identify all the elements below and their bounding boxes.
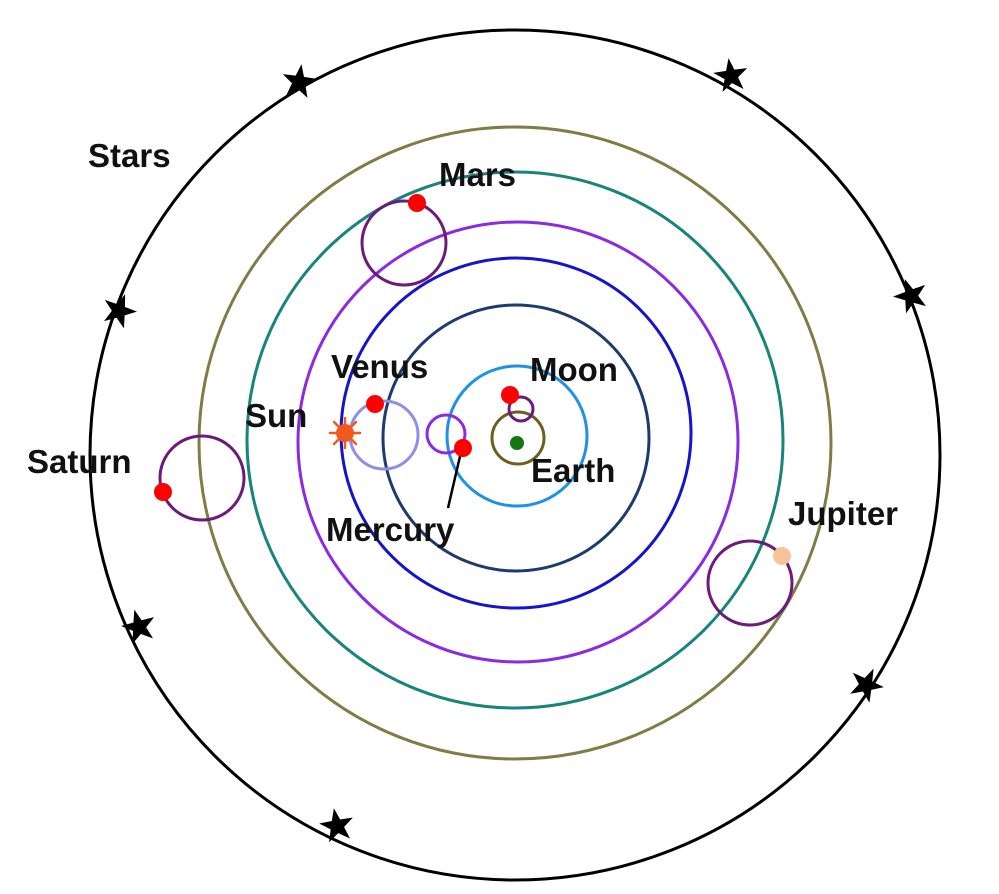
saturn-label: Saturn xyxy=(27,443,132,480)
mercury-label: Mercury xyxy=(326,511,455,548)
star-icon xyxy=(282,64,317,98)
jupiter-label: Jupiter xyxy=(788,495,898,532)
saturn-epicycle xyxy=(158,434,246,522)
saturn-planet xyxy=(154,483,172,501)
venus-label: Venus xyxy=(331,348,428,385)
star-icon xyxy=(713,58,748,92)
venus-planet xyxy=(366,395,384,413)
stars-label: Stars xyxy=(88,137,171,174)
earth-body xyxy=(510,436,524,450)
moon-epicycle xyxy=(507,395,535,423)
sun-icon xyxy=(328,416,362,450)
mars-deferent xyxy=(296,220,740,664)
star-icon xyxy=(319,808,353,843)
jupiter-deferent xyxy=(245,170,785,710)
sun-label: Sun xyxy=(245,397,307,434)
venus-deferent xyxy=(381,303,651,573)
star-icon xyxy=(104,294,137,329)
mars-planet xyxy=(408,194,426,212)
moon-deferent xyxy=(490,410,546,466)
earth-label: Earth xyxy=(531,452,615,489)
mercury-deferent xyxy=(445,364,589,508)
mercury-epicycle xyxy=(425,413,467,455)
mercury-planet xyxy=(454,439,472,457)
star-icon xyxy=(893,279,926,314)
stars-sphere xyxy=(88,28,942,882)
star-icon xyxy=(121,609,155,644)
moon-label: Moon xyxy=(530,351,618,388)
jupiter-planet xyxy=(773,547,791,565)
mars-epicycle xyxy=(360,199,448,287)
sun-deferent xyxy=(339,256,693,610)
mercury-pointer-line xyxy=(446,451,463,509)
star-icon xyxy=(850,668,884,703)
moon-body xyxy=(501,386,519,404)
saturn-deferent xyxy=(197,125,833,761)
mars-label: Mars xyxy=(439,156,516,193)
jupiter-epicycle xyxy=(706,539,794,627)
